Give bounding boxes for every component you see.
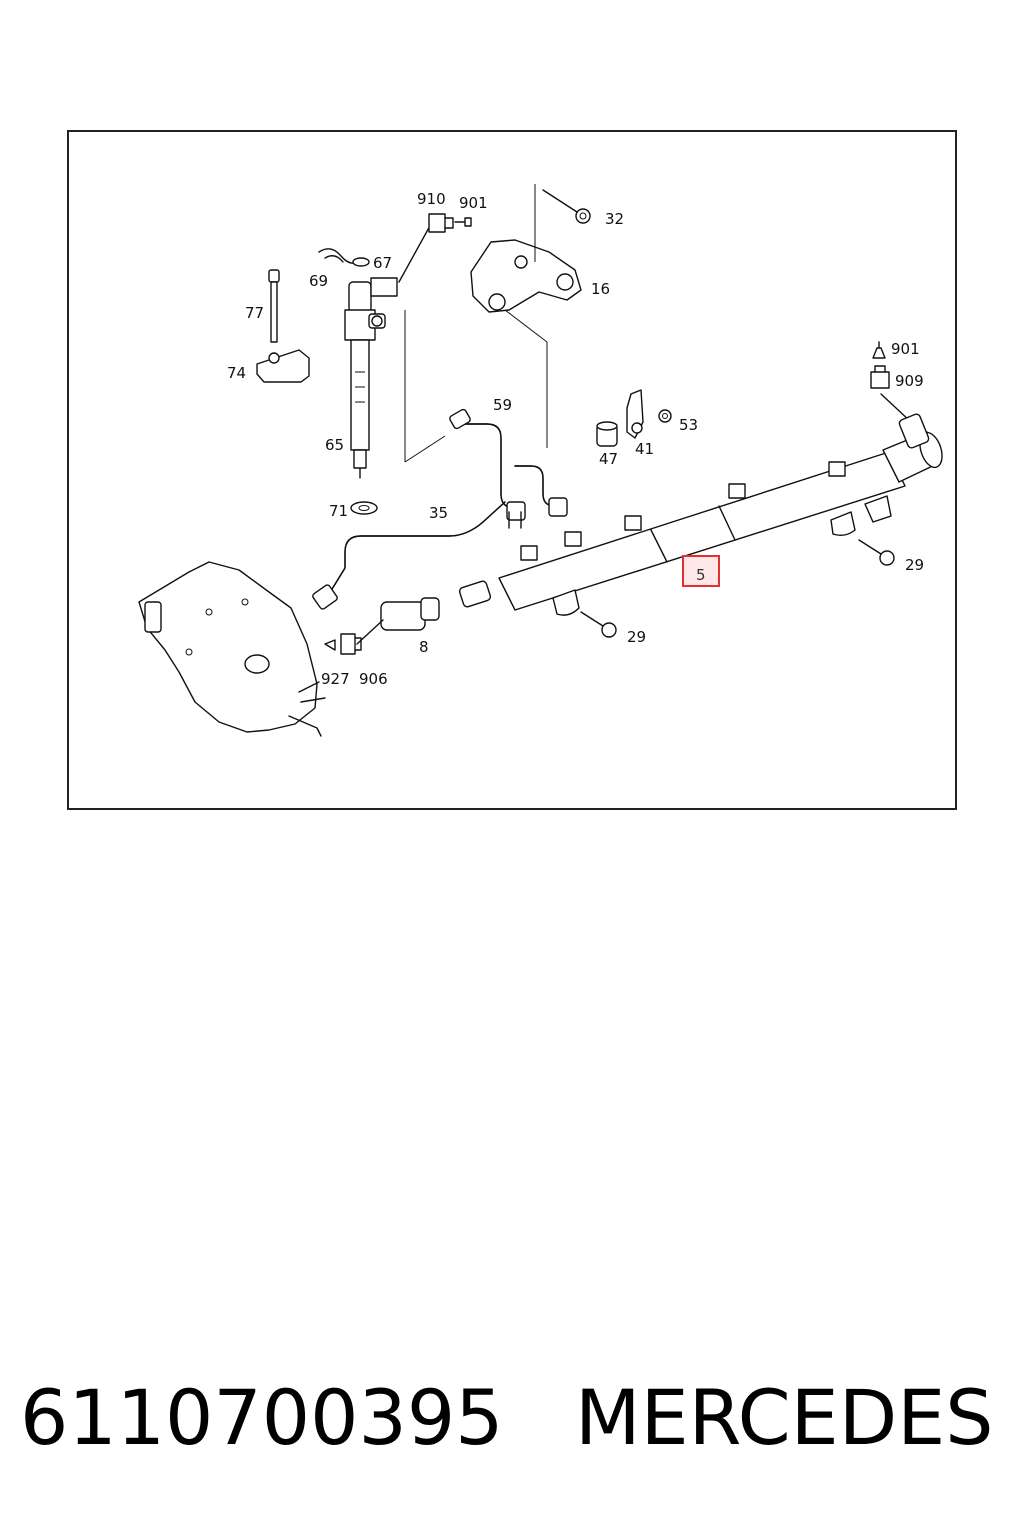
callout-909: 909	[895, 372, 924, 390]
callout-910: 910	[417, 190, 446, 208]
parts-diagram: 910 901 32 67 69 16 77 901 74 909 59 53 …	[67, 130, 957, 810]
fuel-line-59	[404, 408, 568, 529]
callout-927: 927	[321, 670, 350, 688]
callout-901-top: 901	[459, 194, 488, 212]
highlight-box-5	[682, 555, 720, 587]
callout-47: 47	[599, 450, 618, 468]
plug-901-right	[872, 341, 886, 359]
callout-35: 35	[429, 504, 448, 522]
callout-65: 65	[325, 436, 344, 454]
connector-910	[428, 213, 454, 233]
stretch-bolt-77	[268, 269, 280, 343]
callout-74: 74	[227, 364, 246, 382]
callout-906: 906	[359, 670, 388, 688]
callout-901-right: 901	[891, 340, 920, 358]
sensor-8	[356, 597, 440, 645]
part-number: 6110700395	[20, 1373, 504, 1462]
nut-53	[658, 409, 672, 423]
fuel-line-35	[312, 501, 506, 610]
callout-59: 59	[493, 396, 512, 414]
sealing-washer-71	[350, 501, 378, 515]
sleeve-47	[596, 421, 618, 447]
callout-5: 5	[696, 566, 706, 584]
callout-29-lower: 29	[627, 628, 646, 646]
bolt-29-lower	[580, 611, 617, 638]
callout-53: 53	[679, 416, 698, 434]
exploded-view-drawing: 910 901 32 67 69 16 77 901 74 909 59 53 …	[138, 184, 943, 737]
callout-41: 41	[635, 440, 654, 458]
plug-901-top	[454, 217, 472, 227]
connector-906	[340, 633, 362, 655]
callout-32: 32	[605, 210, 624, 228]
holder-41	[626, 389, 644, 439]
bolt-29-right	[858, 539, 895, 566]
callout-67: 67	[373, 254, 392, 272]
connector-909	[870, 365, 890, 389]
plug-927	[324, 639, 336, 651]
high-pressure-pump	[138, 561, 326, 737]
o-ring-67	[352, 257, 370, 267]
footer: 6110700395 MERCEDES	[0, 1368, 1024, 1478]
bolt-32	[542, 189, 591, 224]
clamp-74	[256, 349, 310, 383]
callout-77: 77	[245, 304, 264, 322]
fuel-rail-5	[458, 393, 943, 616]
callout-16: 16	[591, 280, 610, 298]
callout-69: 69	[309, 272, 328, 290]
bracket-16	[470, 184, 582, 448]
brand-name: MERCEDES	[575, 1373, 994, 1462]
fuel-injector	[344, 223, 432, 479]
callout-71: 71	[329, 502, 348, 520]
callout-8: 8	[419, 638, 429, 656]
callout-29-right: 29	[905, 556, 924, 574]
